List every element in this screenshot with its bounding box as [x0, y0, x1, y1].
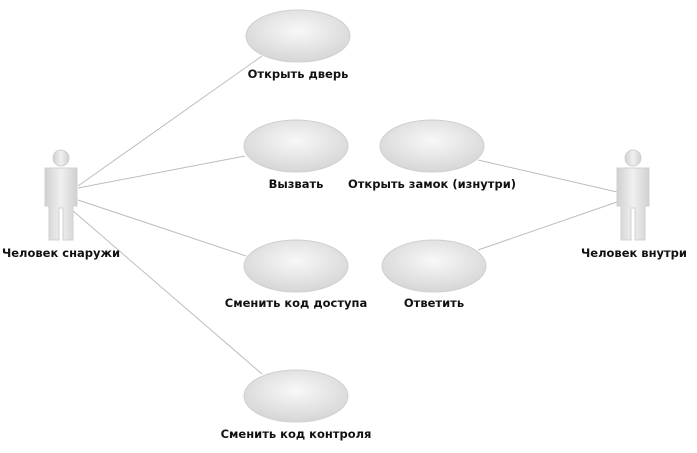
actor-icon [616, 149, 650, 241]
association-inside-open-lock [477, 159, 618, 193]
actor-label: Человек снаружи [2, 246, 120, 260]
association-inside-answer [477, 201, 618, 251]
use-case-label: Ответить [404, 296, 464, 310]
use-case-label: Сменить код контроля [221, 427, 372, 441]
association-outside-change-control [71, 209, 263, 375]
use-case-label: Сменить код доступа [225, 296, 367, 310]
association-outside-call [77, 155, 246, 189]
actor-icon [44, 149, 78, 241]
use-case-change-control-code[interactable]: Сменить код контроля [221, 369, 372, 441]
actor-inside[interactable]: Человек внутри [581, 149, 687, 260]
use-case-change-access-code[interactable]: Сменить код доступа [225, 239, 367, 310]
use-case-label: Вызвать [269, 177, 324, 191]
use-case-label: Открыть замок (изнутри) [348, 177, 516, 191]
association-outside-change-access [77, 199, 247, 257]
use-case-call[interactable]: Вызвать [243, 119, 349, 191]
associations [71, 55, 618, 375]
use-case-label: Открыть дверь [248, 67, 349, 81]
actor-outside[interactable]: Человек снаружи [2, 149, 120, 260]
use-case-open-door[interactable]: Открыть дверь [245, 9, 351, 81]
use-case-answer[interactable]: Ответить [381, 239, 487, 310]
actor-label: Человек внутри [581, 246, 687, 260]
use-case-open-lock-inside[interactable]: Открыть замок (изнутри) [348, 119, 516, 191]
association-outside-open-door [77, 55, 263, 187]
